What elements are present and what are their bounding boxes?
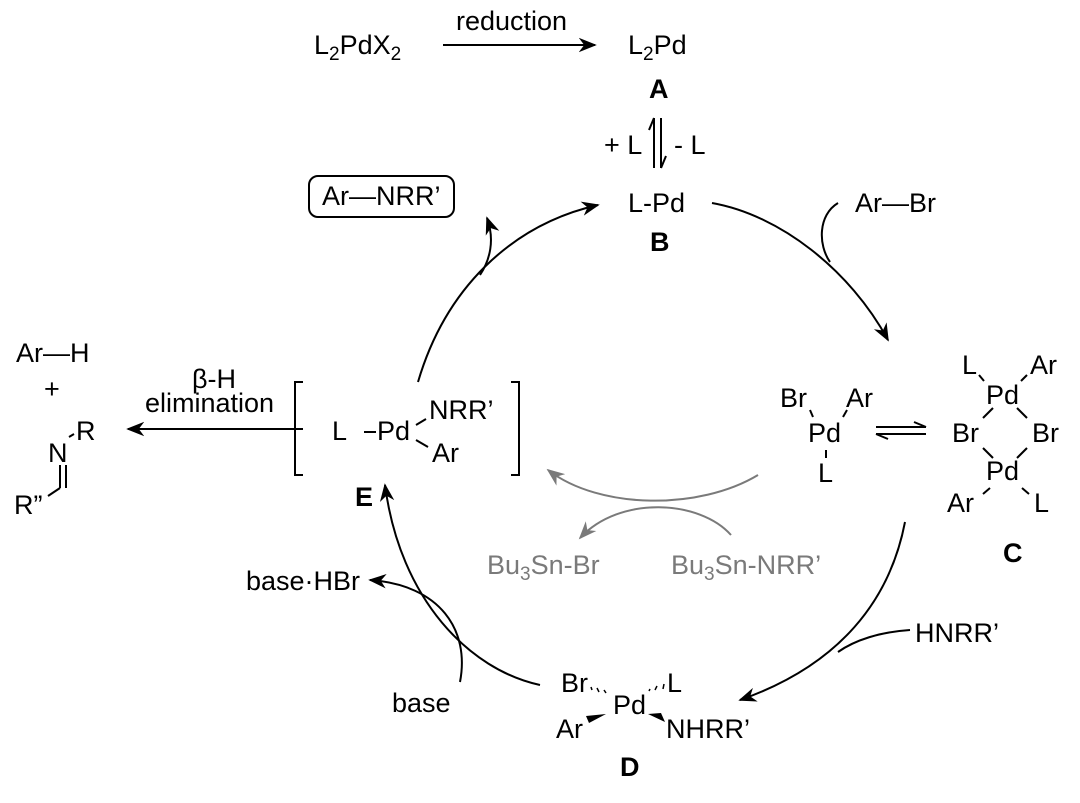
d-hashed-bonds <box>590 683 665 694</box>
precatalyst-sub2: 2 <box>390 44 402 65</box>
imine-r: R <box>76 416 96 446</box>
c-monomer-pd: Pd <box>808 418 842 448</box>
dimer-bridge-br-right: Br <box>1032 418 1059 448</box>
dimer-bridge-br-left: Br <box>952 418 979 448</box>
e-pd-ar-bond <box>415 439 429 448</box>
dimer-top-pd: Pd <box>986 380 1020 410</box>
species-a-rest: Pd <box>653 30 687 60</box>
beta-h-label: β-H <box>192 364 237 394</box>
precatalyst-l: L <box>314 30 330 60</box>
dimer-top-l: L <box>962 350 978 380</box>
stannane-byproduct-arrow <box>578 506 732 540</box>
dimer-bottom-ar: Ar <box>947 488 974 518</box>
dimer-bottom-pd: Pd <box>986 456 1020 486</box>
d-n-wedge-bond <box>648 713 665 722</box>
species-a-formula: L2Pd <box>628 30 687 65</box>
plus-sign: + <box>44 374 60 404</box>
amine-entry-arrow <box>837 629 911 653</box>
product-release-arrow <box>479 216 500 276</box>
byproduct-bu: Bu <box>487 550 521 580</box>
species-d-label: D <box>620 752 640 782</box>
dimer-top-ar: Ar <box>1030 350 1057 380</box>
species-b-formula: L-Pd <box>628 188 686 218</box>
species-e-right-bracket <box>511 381 520 476</box>
amine-reagent: HNRR’ <box>915 618 999 648</box>
monomer-dimer-equilibrium-arrow <box>875 421 927 440</box>
imine-r2: R” <box>14 490 43 520</box>
dimer-bonds <box>978 374 1030 495</box>
d-pd: Pd <box>613 690 647 720</box>
reagent-sub: 3 <box>704 564 715 585</box>
d-br: Br <box>561 668 588 698</box>
byproduct-rest: Sn-Br <box>530 550 600 580</box>
base-hbr-byproduct: base·HBr <box>246 566 361 596</box>
d-ar-wedge-bond <box>586 714 606 723</box>
species-e-label: E <box>355 482 374 512</box>
stannane-to-e-arrow <box>546 468 759 502</box>
imine-c-r2-bond <box>47 487 61 497</box>
c-monomer-l: L <box>818 458 834 488</box>
imine-n-r-bond <box>68 433 75 438</box>
dimer-bottom-l: L <box>1034 488 1050 518</box>
species-a-label: A <box>649 74 669 104</box>
arene-product: Ar—H <box>16 338 90 368</box>
d-nhrr: NHRR’ <box>666 714 750 744</box>
e-amido: NRR’ <box>429 395 494 425</box>
c-ar-pd-bond <box>842 409 848 418</box>
product-formula: Ar—NRR’ <box>322 181 441 211</box>
d-l: L <box>667 668 683 698</box>
stannane-byproduct: Bu3Sn-Br <box>487 550 600 585</box>
elimination-label: elimination <box>145 388 275 418</box>
ligand-equilibrium-arrow <box>648 117 667 169</box>
species-b-label: B <box>650 227 670 257</box>
minus-ligand-label: - L <box>674 130 706 160</box>
species-a-l: L <box>628 30 644 60</box>
base-arrow <box>368 573 463 683</box>
cycle-arrow-e-to-b <box>417 201 600 383</box>
reduction-label: reduction <box>456 6 568 36</box>
aryl-bromide-entry-arrow <box>820 202 839 263</box>
c-br-pd-bond <box>809 409 814 418</box>
species-e-left-bracket <box>294 381 303 476</box>
reagent-rest: Sn-NRR’ <box>714 550 822 580</box>
precatalyst-formula: L2PdX2 <box>314 30 401 65</box>
precatalyst-sub1: 2 <box>329 44 340 65</box>
e-ligand: L <box>332 416 348 446</box>
product-box: Ar—NRR’ <box>308 175 455 218</box>
c-monomer-br: Br <box>780 383 807 413</box>
plus-ligand-label: + L <box>604 130 643 160</box>
byproduct-sub: 3 <box>520 564 531 585</box>
e-pd: Pd <box>377 416 411 446</box>
cycle-arrow-b-to-c <box>711 202 889 342</box>
species-c-label: C <box>1003 538 1023 568</box>
e-pd-n-bond <box>415 418 427 426</box>
c-monomer-ar: Ar <box>846 383 873 413</box>
cycle-arrow-d-to-e <box>379 483 541 686</box>
reagent-bu: Bu <box>671 550 705 580</box>
base-reagent: base <box>392 688 451 718</box>
species-a-sub: 2 <box>643 44 654 65</box>
imine-n: N <box>48 438 68 468</box>
aryl-bromide: Ar—Br <box>855 188 936 218</box>
e-aryl: Ar <box>432 438 459 468</box>
cycle-arrow-c-to-d <box>738 521 906 702</box>
stannane-reagent: Bu3Sn-NRR’ <box>671 550 822 585</box>
precatalyst-mid: PdX <box>339 30 391 60</box>
d-ar: Ar <box>556 714 583 744</box>
